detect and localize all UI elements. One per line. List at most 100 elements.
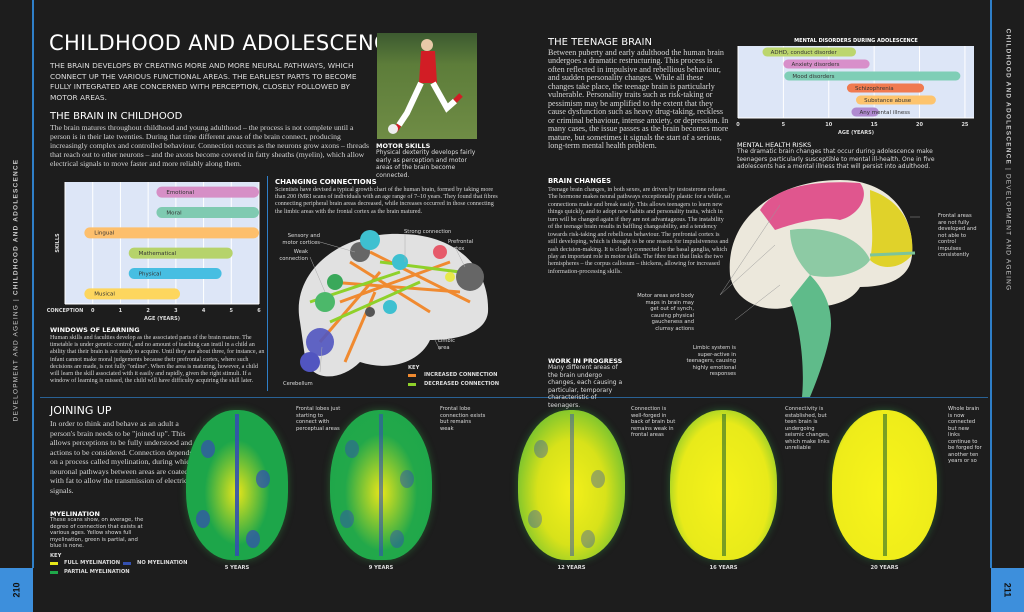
- midline-fissure: [569, 414, 574, 556]
- y-axis-label: SKILLS: [55, 233, 61, 253]
- x-tick-label: 1: [119, 308, 123, 314]
- label-motor-areas: Motor areas and body maps in brain may g…: [637, 293, 694, 332]
- x-tick-label: 0: [736, 122, 740, 128]
- key-none: NO MYELINATION: [137, 560, 188, 566]
- x-tick-label: 2: [146, 308, 150, 314]
- spine-line-left: [32, 0, 34, 568]
- no-myelination-patch: [591, 470, 606, 488]
- scan-age-label: 12 YEARS: [557, 565, 586, 571]
- no-myelination-patch: [400, 470, 414, 488]
- label-strong-connection: Strong connection: [404, 229, 452, 235]
- midline-fissure: [721, 414, 726, 556]
- brain-connections-diagram: [298, 230, 489, 377]
- no-myelination-patch: [196, 510, 210, 528]
- brain-scan-image: [186, 410, 288, 560]
- range-bar: [851, 107, 879, 117]
- range-bar: [846, 83, 925, 93]
- scan-note: Connectivity is established, but teen br…: [785, 406, 830, 451]
- bar-label: Any mental illness: [860, 110, 911, 116]
- scan-note: Connection is well-forged in back of bra…: [631, 406, 676, 438]
- label-limbic: Limbic area: [438, 338, 455, 351]
- intro-text: THE BRAIN DEVELOPS BY CREATING MORE AND …: [50, 61, 357, 102]
- scan-note: Frontal lobes just starting to connect w…: [296, 406, 341, 432]
- joining-body: In order to think and behave as an adult…: [50, 419, 194, 495]
- label-prefrontal: Prefrontal cortex: [448, 239, 474, 252]
- bar-label: Moral: [166, 210, 182, 216]
- range-bar: [784, 71, 961, 81]
- scan-note: Whole brain is now connected but new lin…: [948, 406, 982, 464]
- no-myelination-patch: [256, 470, 270, 488]
- full-swatch: [50, 562, 58, 565]
- plot-background: [738, 46, 974, 118]
- bar-label: Emotional: [166, 190, 194, 196]
- work-body: Many different areas of the brain underg…: [548, 364, 623, 409]
- brain-changes-heading: BRAIN CHANGES: [548, 177, 612, 185]
- no-myelination-patch: [580, 530, 595, 548]
- brain-scan-image: [330, 410, 432, 560]
- no-myelination-patch: [246, 530, 260, 548]
- none-swatch: [123, 562, 131, 565]
- windows-body: Human skills and faculties develop as th…: [50, 335, 265, 385]
- spine-right: CHILDHOOD AND ADOLESCENCE | DEVELOPMENT …: [1004, 28, 1012, 292]
- x-tick-label: 3: [174, 308, 178, 314]
- x-axis-label: AGE (YEARS): [838, 130, 874, 136]
- x-tick-label: 6: [257, 308, 261, 314]
- spine-section: DEVELOPMENT AND AGEING: [12, 304, 20, 422]
- x-axis-label: AGE (YEARS): [144, 316, 180, 322]
- decreased-swatch: [408, 383, 416, 386]
- label-cerebellum: Cerebellum: [283, 381, 313, 387]
- x-tick-label: CONCEPTION: [47, 308, 84, 314]
- scan-age-label: 20 YEARS: [870, 565, 899, 571]
- myelination-body: These scans show, on average, the degree…: [50, 517, 144, 550]
- spine-chapter: CHILDHOOD AND ADOLESCENCE: [1004, 28, 1012, 166]
- bar-label: Musical: [94, 292, 115, 298]
- myelination-heading: MYELINATION: [50, 510, 100, 518]
- connections-heading: CHANGING CONNECTIONS: [275, 178, 377, 186]
- brain-scan-image: [670, 410, 777, 560]
- page-number: 211: [1002, 582, 1013, 598]
- range-bar: [856, 95, 936, 105]
- childhood-heading: THE BRAIN IN CHILDHOOD: [50, 111, 183, 122]
- key-full: FULL MYELINATION: [64, 560, 121, 566]
- spine-line-right: [990, 0, 992, 568]
- no-myelination-patch: [528, 510, 543, 528]
- brain-scan-image: [832, 410, 937, 560]
- range-bar: [128, 268, 222, 279]
- brain-scan-image: [518, 410, 625, 560]
- mental-health-body: The dramatic brain changes that occur du…: [737, 148, 935, 170]
- spine-chapter: CHILDHOOD AND ADOLESCENCE: [12, 158, 20, 296]
- x-tick-label: 4: [202, 308, 206, 314]
- label-weak-connection: Weak connection: [279, 249, 308, 262]
- no-myelination-patch: [201, 440, 215, 458]
- bar-label: Mathematical: [139, 251, 177, 257]
- no-myelination-patch: [345, 440, 359, 458]
- midline-fissure: [379, 414, 383, 556]
- range-bar: [84, 288, 181, 300]
- section-divider: [40, 397, 988, 398]
- label-sensory-motor: Sensory and motor cortices: [282, 233, 320, 246]
- myelination-key-title: KEY: [50, 553, 62, 559]
- x-tick-label: 5: [230, 308, 234, 314]
- label-frontal-areas: Frontal areas are not fully developed an…: [938, 213, 977, 258]
- brain-changes-body: Teenage brain changes, in both sexes, ar…: [548, 186, 730, 275]
- midline-fissure: [235, 414, 239, 556]
- no-myelination-patch: [390, 530, 404, 548]
- range-bar: [84, 227, 260, 239]
- range-bar: [156, 186, 259, 198]
- joining-heading: JOINING UP: [50, 404, 112, 417]
- bar-label: Anxiety disorders: [791, 62, 839, 68]
- x-tick-label: 10: [825, 122, 832, 128]
- bar-label: ADHD, conduct disorder: [771, 50, 838, 56]
- plot-background: [65, 182, 259, 304]
- page-number-left: 210: [0, 568, 33, 612]
- midline-fissure: [882, 414, 887, 556]
- x-tick-label: 20: [916, 122, 923, 128]
- page-number-right: 211: [991, 568, 1024, 612]
- no-myelination-patch: [533, 440, 548, 458]
- scan-note: Frontal lobe connection exists but remai…: [440, 406, 486, 432]
- partial-swatch: [50, 571, 58, 574]
- increased-swatch: [408, 374, 416, 377]
- bar-label: Mood disorders: [792, 74, 834, 80]
